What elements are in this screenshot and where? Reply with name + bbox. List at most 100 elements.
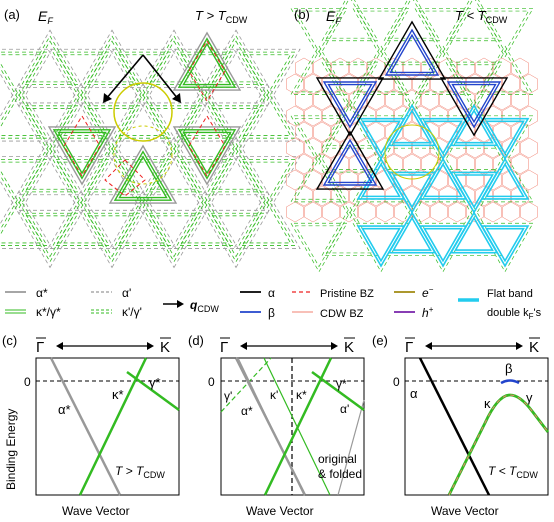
cdw-bz-hexagon xyxy=(313,121,331,143)
cdw-bz-hexagon xyxy=(313,153,331,175)
folded-alpha-triangle xyxy=(0,48,53,108)
folded-alpha-triangle xyxy=(171,190,239,249)
folded-triangle-b xyxy=(321,206,379,256)
legend-electron: e− xyxy=(422,285,434,300)
cdw-bz-hexagon xyxy=(358,73,376,95)
beta-triangle xyxy=(389,33,435,74)
folded-kappa-triangle xyxy=(176,196,234,246)
cdw-bz-hexagon xyxy=(340,169,358,191)
folded-kappa-triangle xyxy=(0,51,48,102)
flat-band-triangle xyxy=(423,227,463,263)
folded-kappa-triangle xyxy=(0,94,44,136)
alpha-triangle xyxy=(315,77,385,137)
cdw-bz-hexagon xyxy=(295,57,313,79)
flat-band-triangle xyxy=(392,216,432,251)
folded-alpha-triangle xyxy=(109,83,177,142)
beta-triangle xyxy=(327,83,373,124)
folded-triangle-b xyxy=(290,45,348,95)
cdw-bz-hexagon xyxy=(421,89,439,111)
cdw-bz-hexagon xyxy=(520,105,538,127)
flat-band-triangle xyxy=(361,120,401,155)
flat-band-triangle xyxy=(480,225,530,268)
panel-d-gamma: Γ xyxy=(220,339,228,356)
panel-c-xlabel: Wave Vector xyxy=(62,504,130,518)
cdw-bz-hexagon xyxy=(502,105,520,127)
beta-triangle xyxy=(322,138,378,186)
flat-band-triangle xyxy=(454,216,494,251)
folded-kappa-triangle xyxy=(238,88,296,139)
folded-contours-b xyxy=(290,0,534,273)
cdw-bz-hexagon xyxy=(340,73,358,95)
band-gamma-prime-d xyxy=(220,357,272,413)
cdw-bz-hexagon xyxy=(304,73,322,95)
alpha-triangle xyxy=(315,130,385,190)
y-axis-label: Binding Energy xyxy=(4,409,18,490)
folded-alpha-triangle xyxy=(233,83,301,142)
folded-kappa-triangle xyxy=(0,201,44,244)
band-alpha-e xyxy=(418,357,491,496)
flat-band-triangle xyxy=(361,162,401,198)
cdw-bz-hexagon xyxy=(502,137,520,159)
folded-kappa-triangle xyxy=(21,35,79,85)
folded-alpha-triangle xyxy=(202,29,270,88)
cdw-bz-hexagon xyxy=(304,169,322,191)
flat-band-triangle xyxy=(480,157,530,200)
legend-alpha-star: α* xyxy=(36,286,48,300)
folded-alpha-triangle xyxy=(78,209,146,269)
panel-a: (a) EF T > TCDW xyxy=(0,7,301,269)
legend-hole: h+ xyxy=(422,305,434,320)
panel-a-temp: T > TCDW xyxy=(195,8,248,25)
original-contours-a xyxy=(47,31,242,204)
band-gamma-star-c xyxy=(126,370,180,412)
folded-triangle-b xyxy=(414,45,472,95)
qcdw-arrows xyxy=(103,54,181,103)
cdw-bz-hexagon xyxy=(322,201,340,223)
cdw-bz-hexagon xyxy=(448,201,466,223)
folded-alpha-triangle xyxy=(233,48,301,108)
cdw-bz-hexagon xyxy=(439,89,457,111)
folded-alpha-triangle xyxy=(109,190,177,249)
panel-c-k: K xyxy=(160,339,170,356)
legend-kappa-gamma-prime: κ'/γ' xyxy=(122,305,142,319)
legend-double-kf: double kF's xyxy=(487,307,542,321)
cdw-bz-hexagon xyxy=(304,105,322,127)
panel-c-frame xyxy=(35,357,180,496)
folded-kappa-triangle xyxy=(0,196,48,246)
cdw-bz-hexagon xyxy=(493,185,511,207)
beta-triangle xyxy=(446,81,502,129)
kappa-star-triangle xyxy=(113,150,173,201)
band-alpha-prime-d xyxy=(337,399,365,496)
folded-alpha-triangle xyxy=(47,83,115,142)
folded-alpha-triangle xyxy=(233,190,301,249)
alpha-triangle xyxy=(377,20,447,80)
cdw-bz-hexagon xyxy=(457,153,475,175)
label-gamma-star-c: γ* xyxy=(149,375,161,390)
folded-kappa-triangle xyxy=(21,212,79,263)
folded-alpha-triangle xyxy=(47,190,115,249)
legend-kappa-gamma-star: κ*/γ* xyxy=(36,305,61,319)
cdw-bz-hexagon xyxy=(520,137,538,159)
panel-b-temp: T < TCDW xyxy=(455,8,508,25)
folded-kappa-triangle xyxy=(242,201,292,244)
cdw-bz-hexagon xyxy=(367,185,385,207)
fermi-circle-a xyxy=(113,82,173,142)
panel-b: (b) EF T < TCDW xyxy=(286,0,538,273)
flat-band-triangle xyxy=(392,174,432,209)
cdw-bz-hexagon xyxy=(511,121,529,143)
cdw-bz-hexagon xyxy=(286,137,304,159)
legend-alpha-prime: α' xyxy=(122,286,131,300)
panel-d-k: K xyxy=(344,339,354,356)
alpha-star-triangle xyxy=(172,31,242,91)
band-kappa-star-d xyxy=(263,357,333,496)
folded-kappa-triangle xyxy=(242,161,292,204)
cdw-bz-hexagon xyxy=(385,89,403,111)
cdw-bz-hexagon xyxy=(439,185,457,207)
cdw-bz-hexagon xyxy=(367,121,385,143)
label-gamma-e: γ xyxy=(526,390,533,405)
folded-kappa-triangle xyxy=(0,159,48,209)
flat-band-triangle xyxy=(485,120,525,155)
folded-triangle-b xyxy=(294,225,344,268)
cdw-bz-hexagon xyxy=(430,105,448,127)
label-alpha-prime-d: α' xyxy=(340,402,349,416)
flat-band-triangle xyxy=(423,162,463,198)
